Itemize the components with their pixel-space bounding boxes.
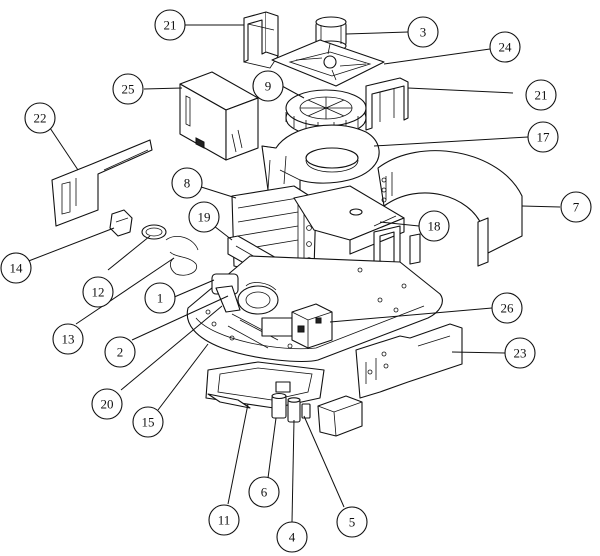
callout-3: 3 bbox=[407, 16, 439, 48]
part-12-tubing-coil bbox=[141, 224, 167, 240]
callout-label: 22 bbox=[34, 111, 47, 126]
callout-label: 25 bbox=[122, 82, 135, 97]
callout-26: 26 bbox=[491, 292, 523, 324]
callout-17: 17 bbox=[527, 121, 559, 153]
callout-21-top: 21 bbox=[154, 9, 186, 41]
callout-label: 1 bbox=[157, 291, 164, 306]
callout-label: 9 bbox=[265, 79, 272, 94]
callout-label: 2 bbox=[117, 345, 124, 360]
callout-21-right: 21 bbox=[525, 79, 557, 111]
part-22-side-panel bbox=[51, 139, 153, 227]
part-21-top-bracket bbox=[243, 11, 279, 69]
callout-23: 23 bbox=[504, 337, 536, 369]
leader-lines bbox=[25, 24, 561, 523]
callout-label: 3 bbox=[420, 25, 427, 40]
callout-label: 8 bbox=[184, 176, 191, 191]
callout-label: 7 bbox=[573, 200, 580, 215]
callout-label: 14 bbox=[10, 261, 24, 276]
callout-7: 7 bbox=[560, 191, 592, 223]
callout-label: 24 bbox=[499, 40, 513, 55]
callout-24: 24 bbox=[489, 31, 521, 63]
callout-label: 23 bbox=[514, 346, 527, 361]
callout-8: 8 bbox=[171, 167, 203, 199]
callout-18: 18 bbox=[418, 210, 450, 242]
callout-13: 13 bbox=[52, 323, 84, 355]
part-compressor-assembly bbox=[211, 273, 293, 349]
part-26-control-box bbox=[291, 303, 333, 349]
part-23-rear-panel bbox=[355, 323, 463, 399]
callout-label: 18 bbox=[428, 219, 441, 234]
callout-19: 19 bbox=[188, 201, 220, 233]
part-24-motor-plate bbox=[271, 39, 385, 87]
callout-label: 20 bbox=[101, 397, 114, 412]
callout-label: 19 bbox=[198, 210, 211, 225]
callout-label: 13 bbox=[62, 332, 75, 347]
callout-4: 4 bbox=[276, 521, 308, 553]
callout-label: 4 bbox=[289, 530, 296, 545]
part-25-electrical-box bbox=[179, 71, 259, 161]
callout-2: 2 bbox=[104, 336, 136, 368]
callout-label: 17 bbox=[537, 130, 551, 145]
callout-22: 22 bbox=[24, 102, 56, 134]
callout-9: 9 bbox=[252, 70, 284, 102]
part-5-enclosure-box bbox=[317, 395, 363, 437]
part-14-bracket bbox=[109, 209, 133, 237]
callout-label: 12 bbox=[92, 285, 105, 300]
callout-1: 1 bbox=[144, 282, 176, 314]
part-7-curved-shroud bbox=[377, 150, 523, 267]
part-13-tubing bbox=[165, 236, 199, 276]
callout-14: 14 bbox=[0, 252, 32, 284]
callout-20: 20 bbox=[91, 388, 123, 420]
callout-25: 25 bbox=[112, 73, 144, 105]
callout-label: 5 bbox=[349, 515, 356, 530]
callout-12: 12 bbox=[82, 276, 114, 308]
callout-11: 11 bbox=[208, 504, 240, 536]
callout-label: 26 bbox=[501, 301, 515, 316]
callout-label: 21 bbox=[164, 18, 177, 33]
part-21-right-bracket bbox=[365, 77, 409, 131]
callout-label: 21 bbox=[535, 88, 548, 103]
part-17-scroll-housing bbox=[261, 124, 380, 197]
callout-5: 5 bbox=[336, 506, 368, 538]
callout-label: 15 bbox=[142, 415, 155, 430]
callout-label: 6 bbox=[261, 485, 268, 500]
part-11-filter-frame bbox=[205, 361, 325, 409]
callout-label: 11 bbox=[218, 513, 231, 528]
callout-15: 15 bbox=[132, 406, 164, 438]
callout-6: 6 bbox=[248, 476, 280, 508]
